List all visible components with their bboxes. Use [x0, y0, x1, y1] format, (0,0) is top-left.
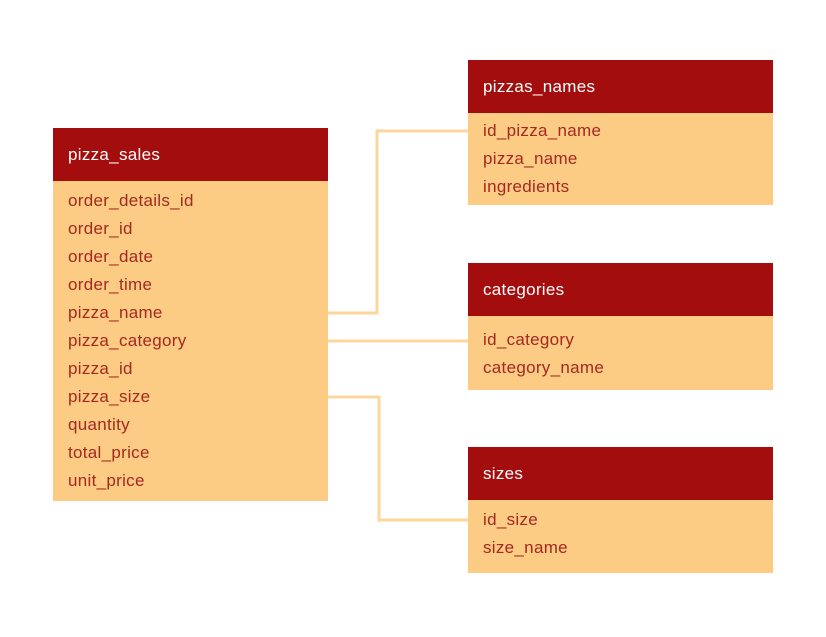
field-row: size_name	[483, 538, 568, 557]
field-row: category_name	[483, 358, 605, 377]
field-row: order_details_id	[68, 191, 194, 210]
field-row: quantity	[68, 415, 130, 434]
relation-line-pizza-name-to-pizzas-names	[328, 129, 468, 315]
field-row: id_category	[483, 330, 575, 349]
table-categories: categories id_category category_name	[468, 263, 773, 390]
field-row: pizza_name	[483, 149, 578, 168]
field-row: id_pizza_name	[483, 121, 602, 140]
field-row: pizza_size	[68, 387, 151, 406]
table-pizzas-names-fields: id_pizza_name pizza_name ingredients	[468, 113, 773, 205]
field-row: unit_price	[68, 471, 145, 490]
table-pizza-sales-fields: order_details_id order_id order_date order_…	[53, 181, 328, 501]
table-sizes-title: sizes	[483, 463, 524, 483]
field-row: order_time	[68, 275, 153, 294]
field-row: ingredients	[483, 177, 570, 196]
table-sizes-header: sizes	[468, 447, 773, 500]
table-pizzas-names-title: pizzas_names	[483, 76, 596, 96]
table-sizes-fields: id_size size_name	[468, 500, 773, 573]
table-pizza-sales-header: pizza_sales	[53, 128, 328, 181]
table-categories-header: categories	[468, 263, 773, 316]
field-row: order_date	[68, 247, 154, 266]
field-row: order_id	[68, 219, 133, 238]
field-row: pizza_name	[68, 303, 163, 322]
table-sizes: sizes id_size size_name	[468, 447, 773, 573]
field-row: id_size	[483, 510, 539, 529]
table-categories-fields: id_category category_name	[468, 316, 773, 390]
table-categories-title: categories	[483, 279, 565, 299]
relation-line-pizza-size-to-sizes	[328, 395, 468, 522]
table-pizza-sales-title: pizza_sales	[68, 144, 161, 164]
field-row: pizza_id	[68, 359, 133, 378]
field-row: pizza_category	[68, 331, 187, 350]
field-row: total_price	[68, 443, 150, 462]
table-pizzas-names-header: pizzas_names	[468, 60, 773, 113]
